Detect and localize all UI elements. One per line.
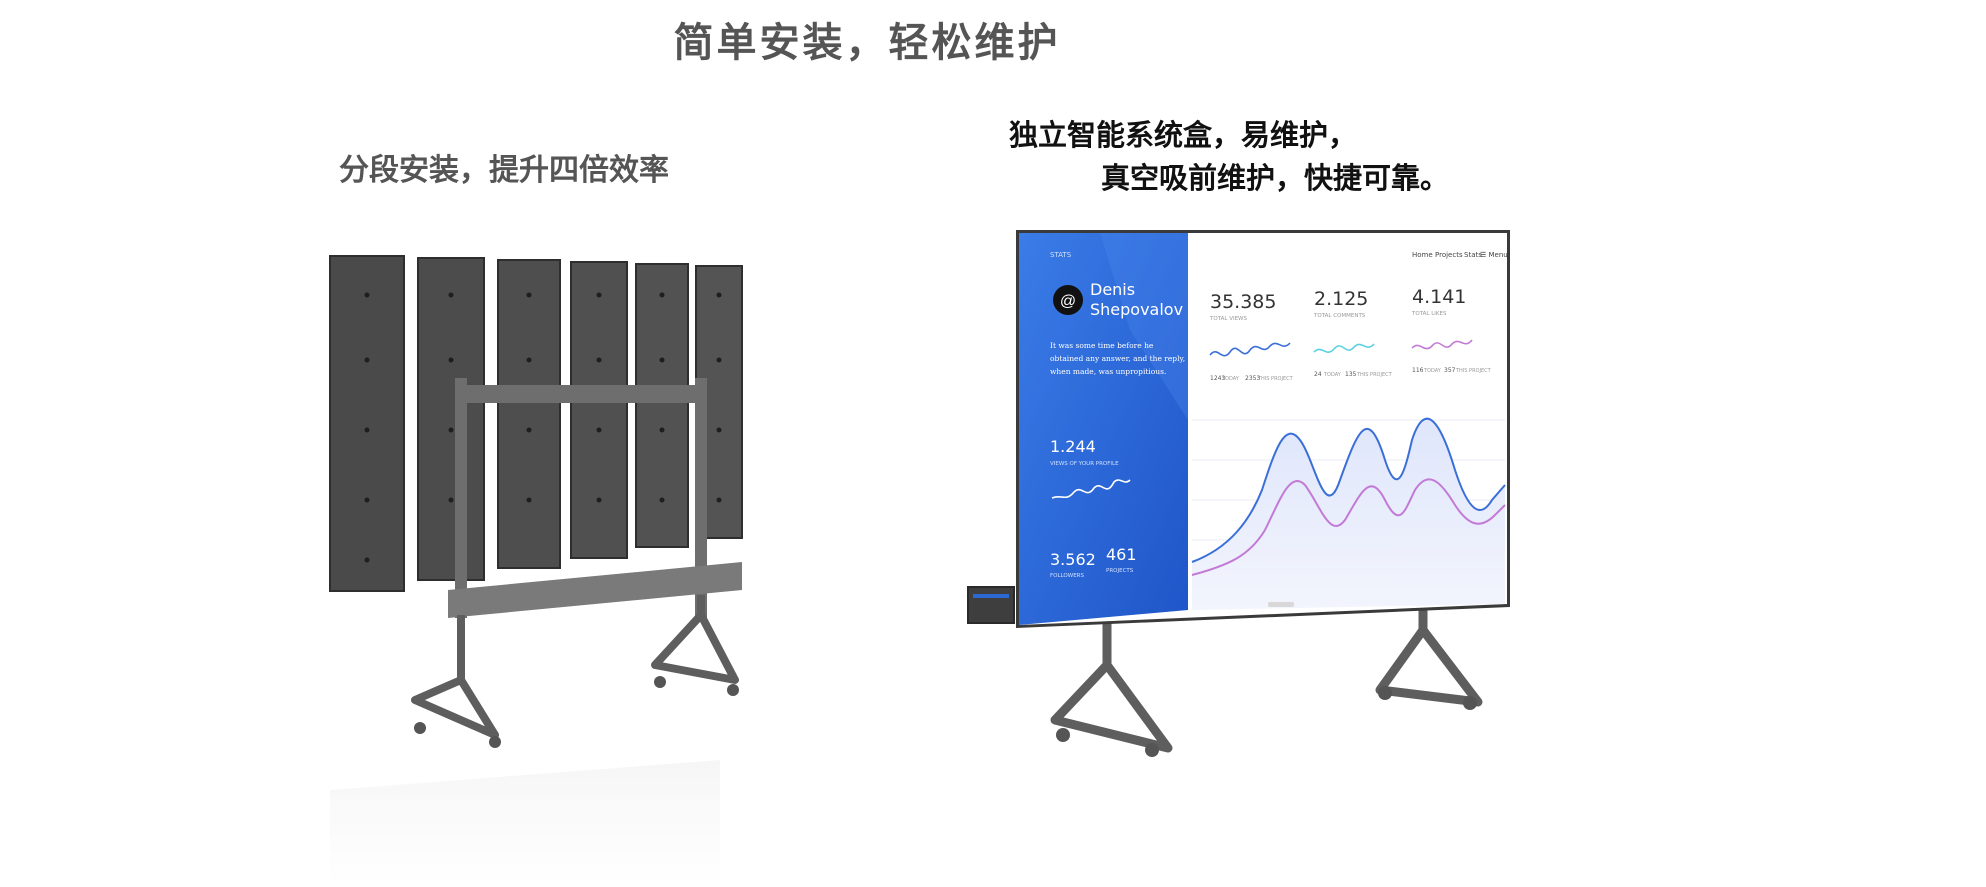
quote-line-1: It was some time before he — [1050, 341, 1154, 350]
stat-comments-value: 2.125 — [1314, 288, 1368, 310]
stat-comments-sub-a-label: TODAY — [1323, 372, 1342, 378]
big-chart-line-purple — [1191, 478, 1506, 576]
stat-likes-sub-b-label: THIS PROJECT — [1455, 368, 1492, 374]
stat-likes-sub-a-label: TODAY — [1423, 368, 1442, 374]
avatar — [1053, 285, 1083, 315]
right-caption-line2: 真空吸前维护，快捷可靠。 — [1101, 161, 1450, 195]
avatar-at-icon: @ — [1060, 293, 1076, 310]
sparkline-views — [1209, 342, 1291, 357]
nav-projects: Projects — [1435, 251, 1463, 259]
followers-value: 3.562 — [1050, 550, 1096, 569]
sparkline-comments — [1313, 343, 1375, 353]
sparkline-likes — [1411, 339, 1473, 350]
profile-first-name: Denis — [1090, 280, 1135, 299]
stat-views-sub-b: 2353 — [1245, 375, 1260, 382]
stat-views-sub-b-label: THIS PROJECT — [1257, 376, 1294, 382]
stat-likes-label: TOTAL LIKES — [1411, 311, 1447, 317]
stat-views-sub-a-label: TODAY — [1221, 376, 1240, 382]
screen-profile-panel — [1019, 233, 1188, 625]
left-stand-frame — [411, 378, 742, 748]
system-box — [967, 586, 1015, 624]
stat-comments-sub-a: 24 — [1314, 371, 1322, 378]
quote-line-2: obtained any answer, and the reply, — [1050, 354, 1185, 363]
projects-value: 461 — [1106, 545, 1137, 564]
page-title: 简单安装，轻松维护 — [673, 20, 1061, 66]
views-value: 1.244 — [1050, 437, 1096, 456]
sparkline-profile-views — [1051, 479, 1131, 499]
nav-menu: ☰ Menu — [1480, 251, 1508, 259]
stat-views-value: 35.385 — [1210, 291, 1276, 313]
nav-home: Home — [1412, 251, 1433, 259]
left-stand-illustration — [329, 255, 743, 887]
right-display-illustration: @ STATS Home Projects Stats ☰ Menu Denis… — [967, 230, 1510, 757]
stat-comments-sub-b-label: THIS PROJECT — [1356, 372, 1393, 378]
screen-dashboard-texts: STATS Home Projects Stats ☰ Menu Denis S… — [1050, 251, 1508, 579]
profile-last-name: Shepovalov — [1090, 300, 1183, 319]
followers-label: FOLLOWERS — [1050, 573, 1084, 579]
big-chart-line-blue — [1191, 417, 1506, 563]
right-stand-frame — [1050, 600, 1483, 757]
screen-brand: STATS — [1050, 251, 1072, 259]
led-panel-modules — [329, 255, 743, 592]
stat-comments-label: TOTAL COMMENTS — [1313, 313, 1366, 319]
stat-likes-sub-a: 116 — [1412, 367, 1424, 374]
stat-likes-sub-b: 357 — [1444, 367, 1456, 374]
stat-comments-sub-b: 135 — [1345, 371, 1357, 378]
quote-line-3: when made, was unpropitious. — [1050, 367, 1166, 376]
stat-likes-value: 4.141 — [1412, 286, 1466, 308]
left-caption: 分段安装，提升四倍效率 — [339, 153, 669, 188]
nav-stats: Stats — [1464, 251, 1482, 259]
projects-label: PROJECTS — [1106, 568, 1134, 574]
stat-views-sub-a: 1243 — [1210, 375, 1225, 382]
right-caption-line1: 独立智能系统盒，易维护， — [1009, 118, 1358, 152]
views-label: VIEWS OF YOUR PROFILE — [1050, 461, 1119, 467]
stat-views-label: TOTAL VIEWS — [1209, 316, 1247, 322]
